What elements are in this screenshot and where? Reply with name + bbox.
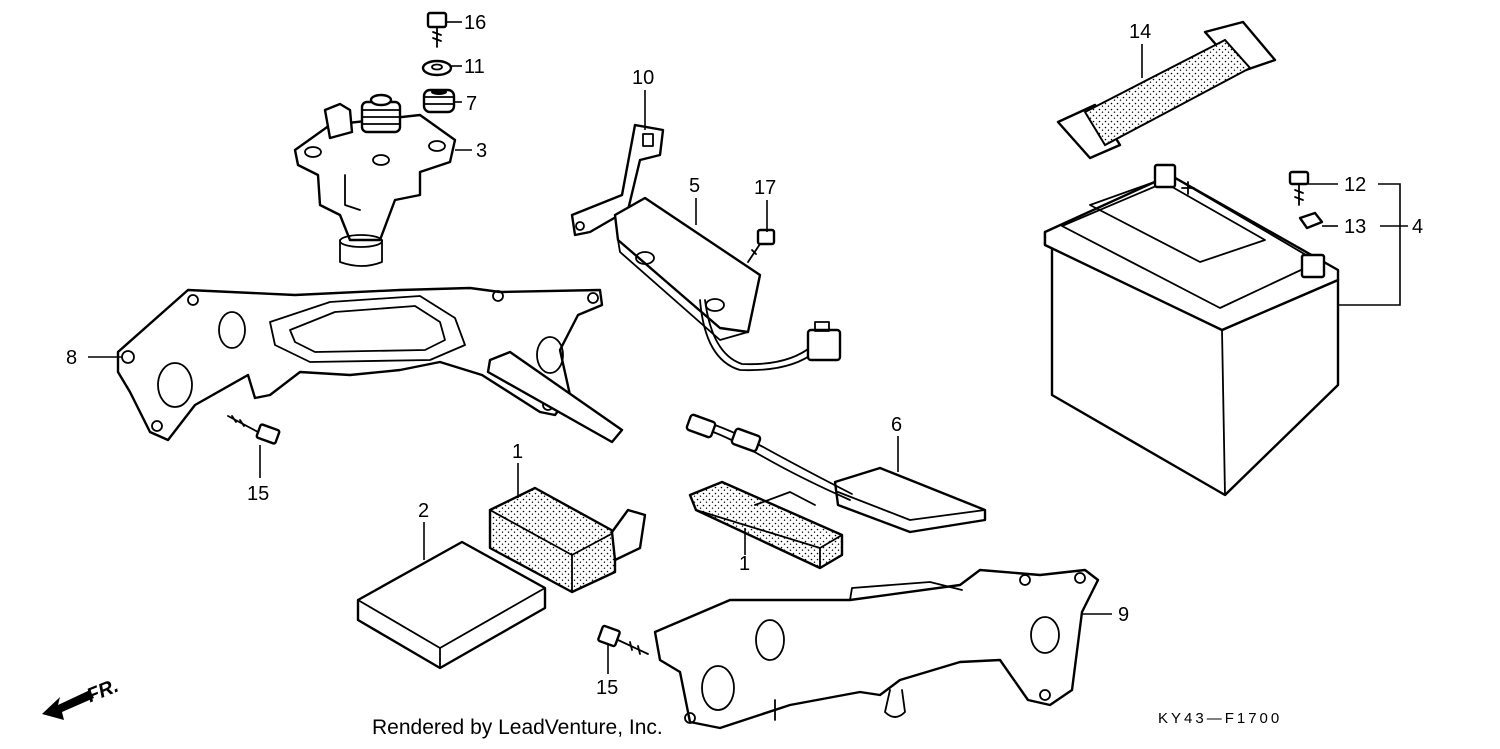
callout-8: 8 xyxy=(66,347,77,369)
callout-7: 7 xyxy=(466,93,477,115)
callout-5: 5 xyxy=(689,175,700,197)
part-2-ecu xyxy=(356,540,547,670)
callout-6: 6 xyxy=(891,414,902,436)
part-15-bolt-lower xyxy=(597,624,649,655)
part-15-bolt-upper xyxy=(227,415,281,445)
callout-9: 9 xyxy=(1118,604,1129,626)
drawing-code: KY43—F1700 xyxy=(1158,710,1283,727)
callout-11: 11 xyxy=(464,56,485,78)
bracket-strip xyxy=(486,350,624,444)
part-4-battery xyxy=(1043,163,1340,497)
callout-1-right: 1 xyxy=(739,553,750,575)
leader-lines xyxy=(88,21,1408,674)
part-11-washer xyxy=(421,59,453,77)
callout-10: 10 xyxy=(632,67,654,89)
part-6-unit xyxy=(685,413,987,534)
part-10-stay xyxy=(570,123,665,237)
callout-13: 13 xyxy=(1344,216,1366,238)
part-16-bolt xyxy=(426,11,448,48)
part-17-screw xyxy=(747,228,776,263)
part-1-mount-left xyxy=(488,486,647,594)
part-5-control-unit xyxy=(613,196,842,372)
callout-15-upper: 15 xyxy=(247,483,269,505)
callout-14: 14 xyxy=(1129,21,1151,43)
callout-15-lower: 15 xyxy=(596,677,618,699)
part-8-bracket xyxy=(116,286,604,442)
part-14-battery-band xyxy=(1056,20,1277,160)
part-12-bolt xyxy=(1288,170,1310,206)
part-3-servo-motor xyxy=(293,93,457,267)
callout-3: 3 xyxy=(476,140,487,162)
callout-2: 2 xyxy=(418,500,429,522)
part-13-nut xyxy=(1298,211,1324,230)
fr-direction-arrow: FR. xyxy=(42,675,122,720)
callout-16: 16 xyxy=(464,12,486,34)
callout-1-left: 1 xyxy=(512,441,523,463)
part-7-cushion xyxy=(422,88,456,114)
part-1-mount-right xyxy=(688,480,844,570)
watermark: Rendered by LeadVenture, Inc. xyxy=(372,716,663,739)
callout-labels: 16 11 7 3 10 5 17 14 12 13 4 8 15 2 1 6 … xyxy=(66,12,1423,699)
callout-17: 17 xyxy=(754,177,776,199)
fr-label: FR. xyxy=(84,675,122,707)
callout-12: 12 xyxy=(1344,174,1366,196)
callout-4: 4 xyxy=(1412,216,1423,238)
part-9-bracket xyxy=(653,568,1100,730)
